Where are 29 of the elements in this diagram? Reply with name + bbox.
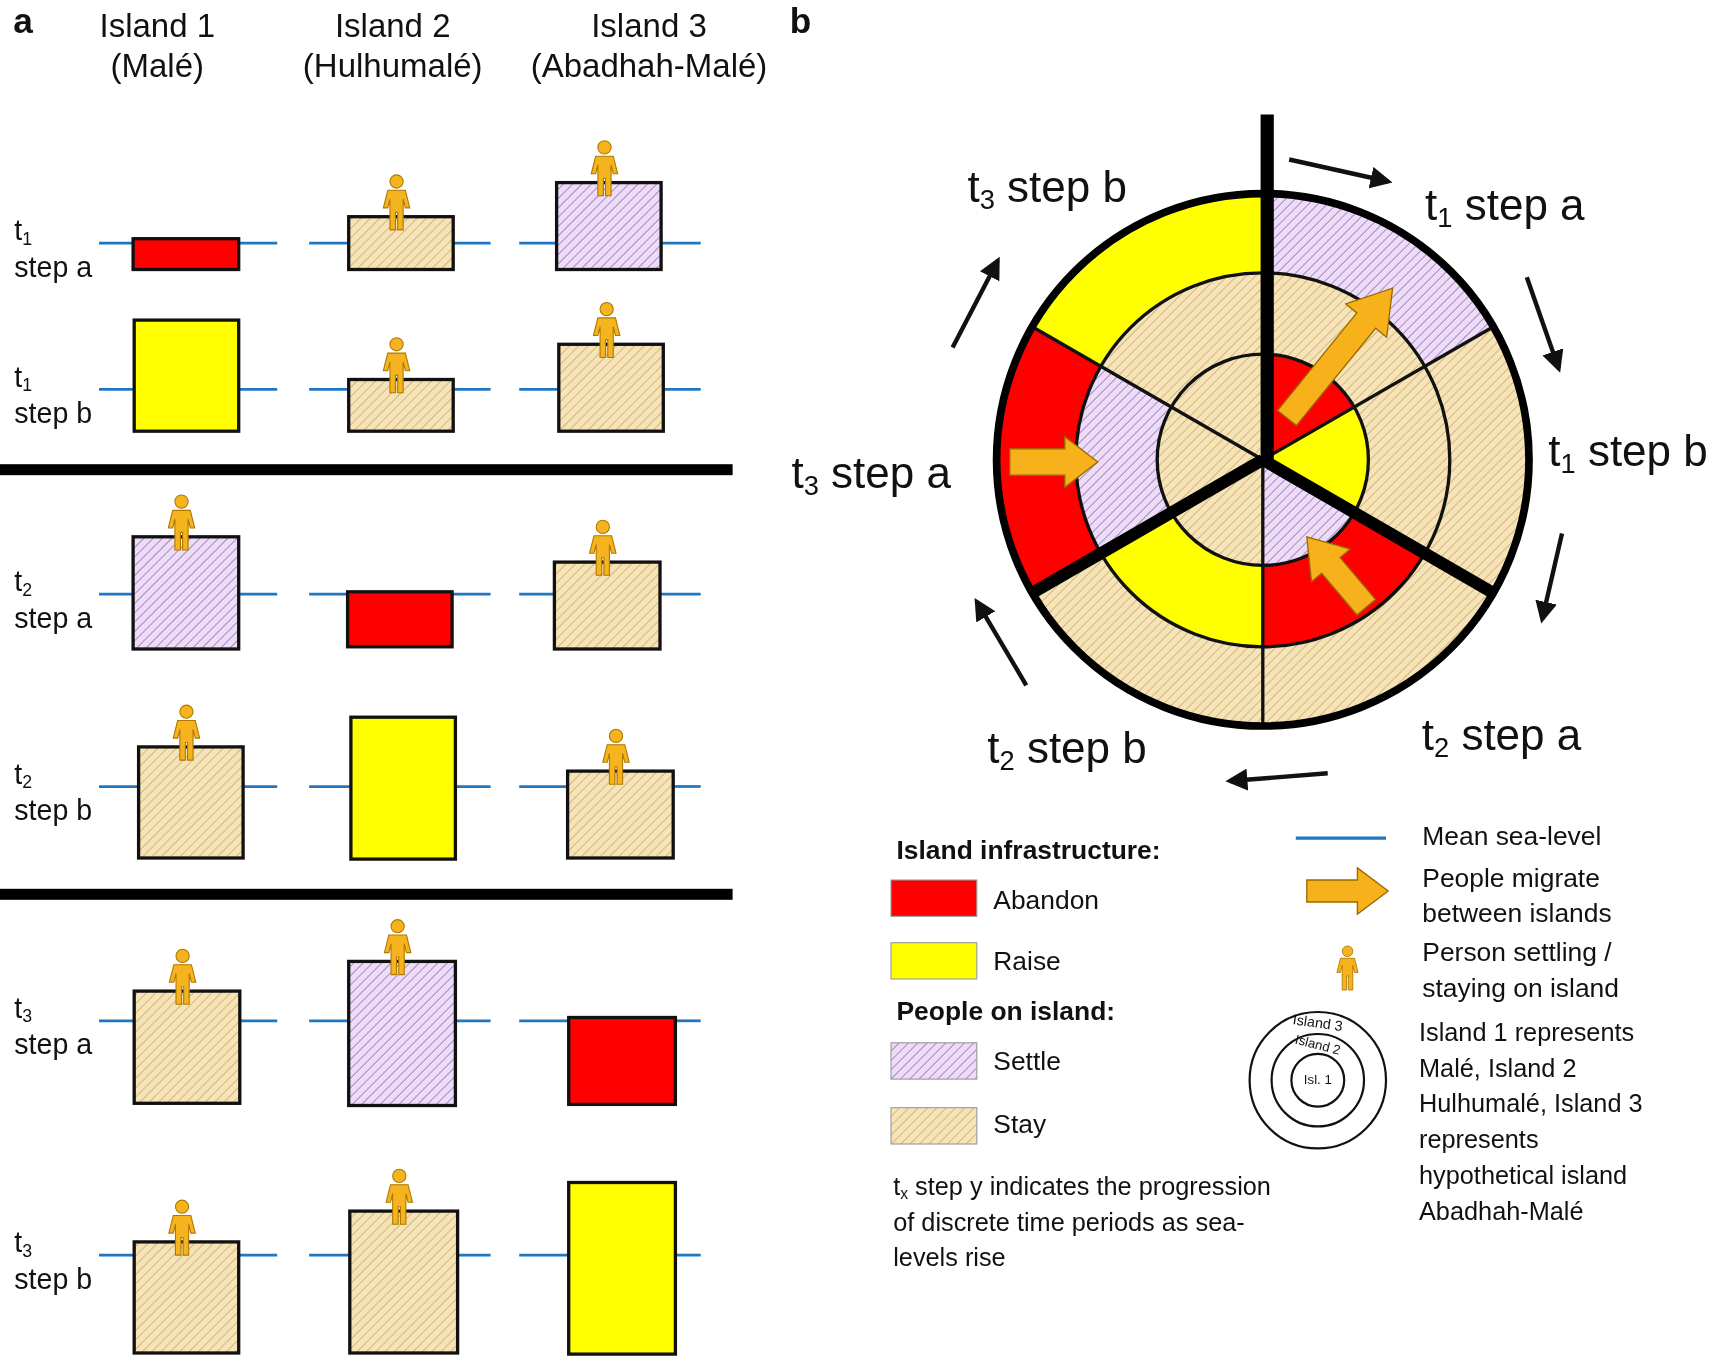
step-label: t$_{3}$ step b <box>967 161 1127 214</box>
step-label: t$_{1}$ step b <box>1548 425 1708 478</box>
legend-text: Mean sea-level <box>1422 819 1603 853</box>
panel-letter: a <box>13 0 33 43</box>
row-label: t$_{1}$ step b <box>14 359 93 431</box>
panel-letter: b <box>789 0 812 43</box>
legend-heading: People on island: <box>896 996 1116 1028</box>
column-header: Island 1 (Malé) <box>98 6 217 86</box>
step-label: t$_{2}$ step b <box>987 722 1147 775</box>
row-label: t$_{3}$ step b <box>14 1224 93 1297</box>
legend-heading: Island infrastructure: <box>896 834 1161 867</box>
row-label: t$_{2}$ step b <box>14 756 93 828</box>
legend-text: Abandon <box>993 883 1099 917</box>
step-label: t$_{3}$ step a <box>791 447 951 500</box>
legend-text: Stay <box>993 1107 1047 1141</box>
column-header: Island 2 (Hulhumalé) <box>301 6 484 86</box>
legend-text: Raise <box>993 945 1061 978</box>
row-label: t$_{2}$ step a <box>14 563 93 636</box>
legend-note: t$_{x}$ step y indicates the progression of discrete time periods as sea-levels rise <box>893 1170 1272 1274</box>
column-header: Island 3 (Abadhah-Malé) <box>529 6 769 86</box>
row-label: t$_{3}$ step a <box>14 990 93 1063</box>
legend-note: Island 1 represents Malé, Island 2 Hulhumalé, Island 3 represents hypothetical island Abadhah-Malé <box>1419 1016 1644 1227</box>
row-label: t$_{1}$ step a <box>14 212 93 285</box>
step-label: t$_{1}$ step a <box>1425 179 1585 231</box>
ring-label: Isl. 1 <box>1303 1073 1333 1088</box>
legend-text: Person settling / staying on island <box>1422 936 1620 1005</box>
step-label: t$_{2}$ step a <box>1421 709 1582 762</box>
legend-text: People migrate between islands <box>1422 861 1613 930</box>
legend-text: Settle <box>993 1045 1061 1078</box>
